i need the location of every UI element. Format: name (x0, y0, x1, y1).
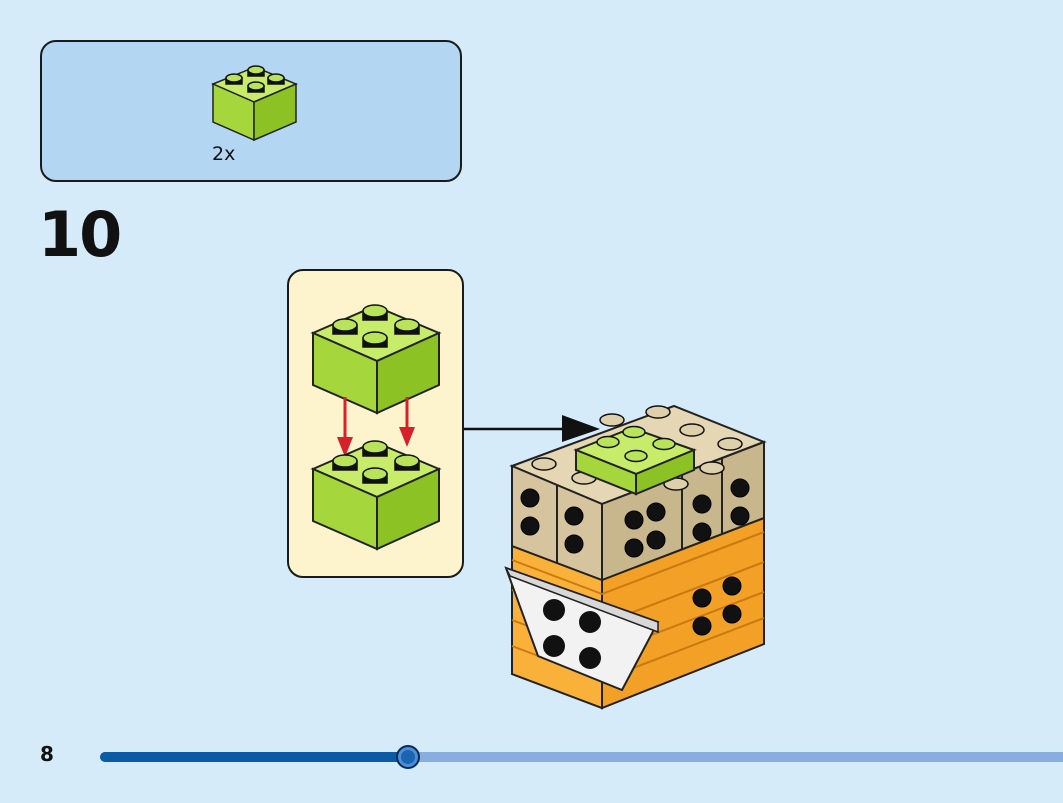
white-wedge-piece (504, 566, 660, 692)
lime-brick-2x2-icon (211, 65, 298, 142)
brick-model-assembly (464, 404, 767, 710)
progress-track[interactable] (100, 745, 1063, 769)
red-down-arrows-icon (337, 397, 415, 457)
pointer-arrow-icon (464, 415, 600, 442)
sub-assembly-callout (287, 269, 464, 578)
lime-brick-bottom-icon (310, 440, 442, 551)
top-studs (531, 405, 743, 491)
progress-fill (100, 752, 409, 762)
parts-list-box: 2x (40, 40, 462, 182)
page-number: 8 (40, 742, 54, 766)
side-studs (520, 478, 750, 636)
step-number: 10 (38, 198, 122, 271)
lime-brick-top-icon (310, 304, 442, 415)
lime-brick-placed-icon (573, 425, 697, 496)
progress-handle[interactable] (396, 745, 421, 769)
part-quantity: 2x (212, 143, 236, 165)
